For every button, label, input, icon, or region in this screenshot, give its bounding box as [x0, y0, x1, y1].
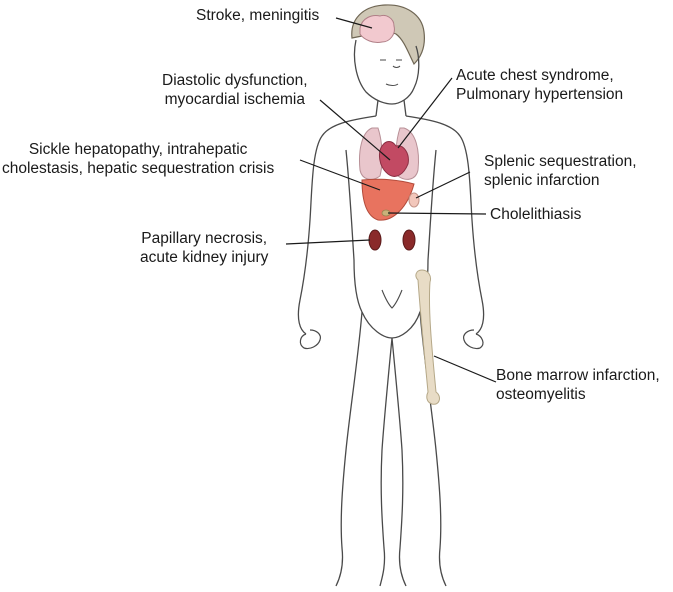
spleen	[408, 192, 420, 208]
head-outline	[353, 39, 420, 105]
liver	[361, 178, 415, 221]
label-bone-marrow: Bone marrow infarction, osteomyelitis	[496, 367, 660, 403]
leader-diastolic	[319, 99, 391, 161]
right-kidney	[402, 229, 416, 251]
heart	[379, 141, 409, 177]
leader-lines	[285, 17, 497, 383]
left-lung	[359, 127, 383, 180]
leader-stroke	[335, 17, 373, 29]
label-cholelithiasis: Cholelithiasis	[490, 206, 582, 223]
leader-acs	[397, 77, 453, 149]
leader-bone	[433, 355, 497, 383]
label-papillary: Papillary necrosis, acute kidney injury	[140, 230, 269, 266]
legs-outline	[335, 311, 447, 587]
label-diastolic: Diastolic dysfunction, myocardial ischem…	[162, 72, 308, 108]
label-acute-chest: Acute chest syndrome, Pulmonary hyperten…	[456, 67, 624, 103]
brain	[359, 15, 395, 43]
label-sickle-hepatopathy: Sickle hepatopathy, intrahepatic cholest…	[2, 141, 275, 177]
left-kidney	[368, 229, 382, 251]
leader-splenic	[415, 171, 471, 199]
leader-papillary	[285, 239, 371, 245]
leader-sickle-hep	[299, 159, 381, 191]
label-splenic: Splenic sequestration, splenic infarctio…	[484, 153, 637, 189]
leader-chole	[387, 212, 487, 215]
label-stroke: Stroke, meningitis	[196, 7, 320, 24]
femur	[415, 269, 440, 405]
torso-outline	[297, 115, 485, 335]
